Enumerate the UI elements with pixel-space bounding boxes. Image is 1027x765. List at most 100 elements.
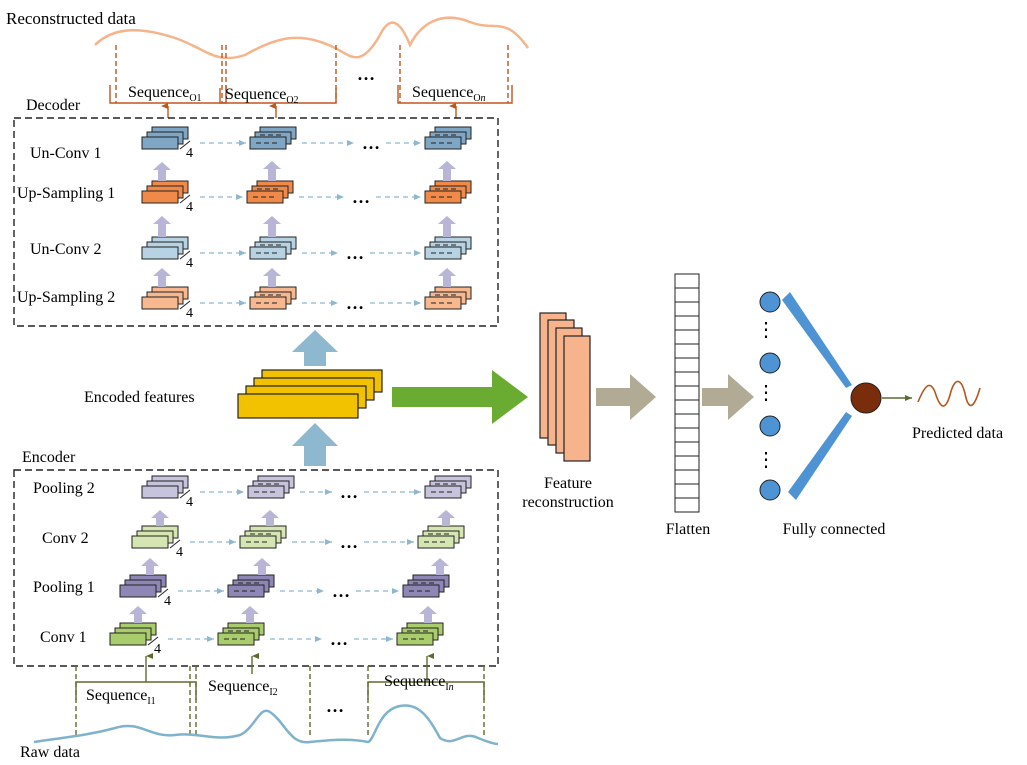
- kernel-size-label: 4: [186, 256, 193, 271]
- layer-up-arrow: [253, 558, 271, 575]
- reconstructed-data-label: Reconstructed data: [6, 9, 136, 28]
- column-ellipsis: …: [352, 187, 370, 207]
- up-arrow-from-encoder: [292, 423, 338, 466]
- sequence-on-label: SequenceOn: [412, 84, 486, 104]
- decoder-stack-first: 4: [141, 126, 193, 161]
- raw-data-label: Raw data: [20, 744, 80, 761]
- flatten-cell: [674, 483, 700, 499]
- decoder-layer-upsampling2: Up-Sampling 2: [17, 289, 115, 306]
- encoded-features-stack: [237, 369, 383, 419]
- decoder-feature-stacks: 4 … 4 … 4 … 4 …: [141, 126, 472, 321]
- fc-vdots: ⋮: [756, 382, 776, 404]
- layer-up-arrow: [141, 558, 159, 575]
- flatten-cell: [674, 273, 700, 289]
- column-ellipsis: …: [362, 133, 380, 153]
- layer-up-arrow: [263, 161, 281, 181]
- flatten-cell: [674, 315, 700, 331]
- column-ellipsis: …: [340, 532, 358, 552]
- arrow-to-flatten: [596, 374, 656, 420]
- feature-reconstruction-label-line1: Feature: [544, 475, 592, 492]
- flatten-cell: [674, 413, 700, 429]
- layer-up-arrow: [419, 606, 437, 623]
- layer-up-arrow: [151, 510, 169, 526]
- encoder-stack-first: 4: [131, 525, 183, 560]
- encoder-stack-first: 4: [109, 622, 161, 657]
- flatten-cell: [674, 371, 700, 387]
- layer-up-arrow: [438, 268, 456, 287]
- kernel-size-label: 4: [186, 146, 193, 161]
- decoder-stack: [249, 236, 297, 260]
- fc-bottom-cone: [788, 412, 852, 500]
- kernel-size-label: 4: [186, 495, 193, 510]
- encoder-stack-first: 4: [119, 574, 171, 609]
- column-ellipsis: …: [346, 293, 364, 313]
- encoder-stack: [239, 525, 287, 549]
- decoder-stack: [246, 180, 294, 204]
- predicted-data-wave: [917, 380, 981, 407]
- feature-reconstruction-stack: [539, 312, 591, 462]
- flatten-cell: [674, 427, 700, 443]
- sequence-i2-label: SequenceI2: [208, 678, 278, 698]
- decoder-label: Decoder: [26, 97, 81, 114]
- kernel-size-label: 4: [186, 200, 193, 215]
- layer-up-arrow: [261, 510, 279, 526]
- input-sequence-up-arrows: [145, 653, 434, 682]
- encoder-layer-pooling1: Pooling 1: [33, 579, 95, 596]
- flatten-cell: [674, 441, 700, 457]
- fc-node: [759, 291, 781, 313]
- decoder-stack-first: 4: [141, 180, 193, 215]
- kernel-size-label: 4: [164, 594, 171, 609]
- flatten-cell: [674, 287, 700, 303]
- decoder-stack: [424, 126, 472, 150]
- encoder-layer-conv1: Conv 1: [40, 629, 87, 646]
- fc-top-cone: [782, 292, 852, 388]
- output-node: [850, 382, 882, 414]
- flatten-cell: [674, 385, 700, 401]
- kernel-size-label: 4: [176, 545, 183, 560]
- encoder-stack: [402, 574, 450, 598]
- decoder-box: [13, 117, 499, 327]
- encoded-features-label: Encoded features: [84, 389, 195, 406]
- output-ellipsis: …: [357, 64, 375, 84]
- output-sequence-brackets: [115, 45, 509, 103]
- layer-up-arrow: [153, 162, 171, 181]
- flatten-label: Flatten: [666, 521, 710, 538]
- up-arrow-to-decoder: [292, 330, 338, 366]
- arrow-to-feature-reconstruction: [392, 370, 528, 424]
- column-ellipsis: …: [346, 243, 364, 263]
- encoder-feature-stacks: 4…4…4…4…: [109, 475, 472, 657]
- flatten-cell: [674, 301, 700, 317]
- fc-node: [759, 479, 781, 501]
- kernel-size-label: 4: [154, 642, 161, 657]
- layer-up-arrow: [241, 606, 259, 623]
- encoder-stack: [424, 475, 472, 499]
- input-sequence-boxes: [75, 681, 485, 700]
- encoder-label: Encoder: [22, 449, 76, 466]
- column-ellipsis: …: [332, 581, 350, 601]
- decoder-stack-first: 4: [141, 286, 193, 321]
- layer-up-arrow: [129, 606, 147, 623]
- fc-vdots: ⋮: [756, 319, 776, 341]
- decoder-layer-upsampling1: Up-Sampling 1: [17, 185, 115, 202]
- decoder-stack-first: 4: [141, 236, 193, 271]
- fc-vdots: ⋮: [756, 449, 776, 471]
- layer-up-arrow: [263, 216, 281, 237]
- decoder-stack: [249, 286, 297, 310]
- decoder-layer-unconv1: Un-Conv 1: [30, 145, 102, 162]
- flatten-vector: [674, 273, 700, 513]
- layer-up-arrow: [437, 510, 455, 526]
- decoder-stack: [249, 126, 297, 150]
- column-ellipsis: …: [330, 629, 348, 649]
- sequence-o1-label: SequenceO1: [128, 84, 202, 104]
- decoder-stack: [424, 286, 472, 310]
- decoder-stack: [424, 180, 472, 204]
- flatten-cell: [674, 357, 700, 373]
- encoder-stack: [227, 574, 275, 598]
- decoder-stack: [424, 236, 472, 260]
- output-sequence-up-arrows: [161, 103, 457, 118]
- sequence-o2-label: SequenceO2: [225, 86, 299, 106]
- encoder-layer-conv2: Conv 2: [42, 530, 89, 547]
- layer-up-arrow: [153, 216, 171, 237]
- encoder-box: [13, 469, 499, 667]
